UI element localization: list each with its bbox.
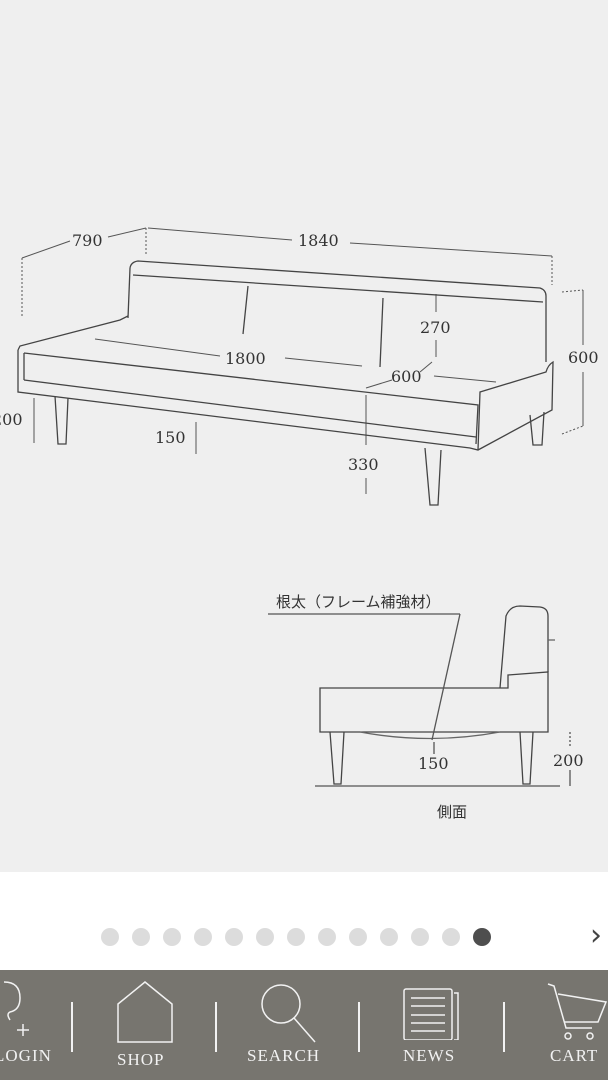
side-callout: 根太（フレーム補強材） bbox=[276, 593, 441, 611]
carousel-dot[interactable] bbox=[411, 928, 429, 946]
user-plus-icon bbox=[3, 981, 29, 1036]
magnifier-icon bbox=[261, 984, 316, 1043]
dim-depth: 790 bbox=[72, 231, 103, 250]
nav-shop[interactable]: SHOP bbox=[104, 970, 186, 1080]
dim-seat-height: 330 bbox=[348, 455, 379, 474]
carousel-pager: › bbox=[0, 872, 608, 970]
carousel-dot[interactable] bbox=[287, 928, 305, 946]
dim-seat-depth: 600 bbox=[391, 367, 422, 386]
cart-icon bbox=[547, 983, 608, 1040]
nav-cart[interactable]: CART bbox=[546, 970, 608, 1080]
nav-divider bbox=[503, 1002, 505, 1052]
nav-divider bbox=[215, 1002, 217, 1052]
dim-total-height: 600 bbox=[568, 348, 599, 367]
carousel-dot[interactable] bbox=[194, 928, 212, 946]
carousel-dot[interactable] bbox=[318, 928, 336, 946]
carousel-dot[interactable] bbox=[349, 928, 367, 946]
product-image[interactable]: 790 1840 1800 270 600 600 200 150 330 根太… bbox=[0, 0, 608, 872]
dim-seat-width: 1800 bbox=[225, 349, 266, 368]
newspaper-icon bbox=[403, 988, 459, 1040]
carousel-dot-active[interactable] bbox=[473, 928, 491, 946]
house-icon bbox=[117, 981, 173, 1043]
chevron-right-icon[interactable]: › bbox=[590, 918, 602, 953]
carousel-dot[interactable] bbox=[163, 928, 181, 946]
dim-width: 1840 bbox=[298, 231, 339, 250]
dim-clearance: 150 bbox=[155, 428, 186, 447]
sofa-dimension-drawing: 790 1840 1800 270 600 600 200 150 330 根太… bbox=[0, 227, 599, 821]
nav-divider bbox=[358, 1002, 360, 1052]
carousel-dot[interactable] bbox=[101, 928, 119, 946]
carousel-dot[interactable] bbox=[256, 928, 274, 946]
dim-back-height: 270 bbox=[420, 318, 451, 337]
carousel-dot[interactable] bbox=[380, 928, 398, 946]
carousel-dot[interactable] bbox=[225, 928, 243, 946]
side-caption: 側面 bbox=[437, 803, 467, 821]
bottom-nav: LOGIN SHOP SEARCH NEWS CART bbox=[0, 970, 608, 1080]
side-leg-height: 200 bbox=[553, 751, 584, 770]
carousel-dot[interactable] bbox=[442, 928, 460, 946]
nav-search[interactable]: SEARCH bbox=[245, 970, 335, 1080]
side-clearance: 150 bbox=[418, 754, 449, 773]
dim-leg-height: 200 bbox=[0, 410, 23, 429]
carousel-dot[interactable] bbox=[132, 928, 150, 946]
nav-login[interactable]: LOGIN bbox=[0, 970, 51, 1080]
nav-divider bbox=[71, 1002, 73, 1052]
carousel-dots bbox=[101, 928, 491, 946]
nav-news[interactable]: NEWS bbox=[400, 970, 470, 1080]
